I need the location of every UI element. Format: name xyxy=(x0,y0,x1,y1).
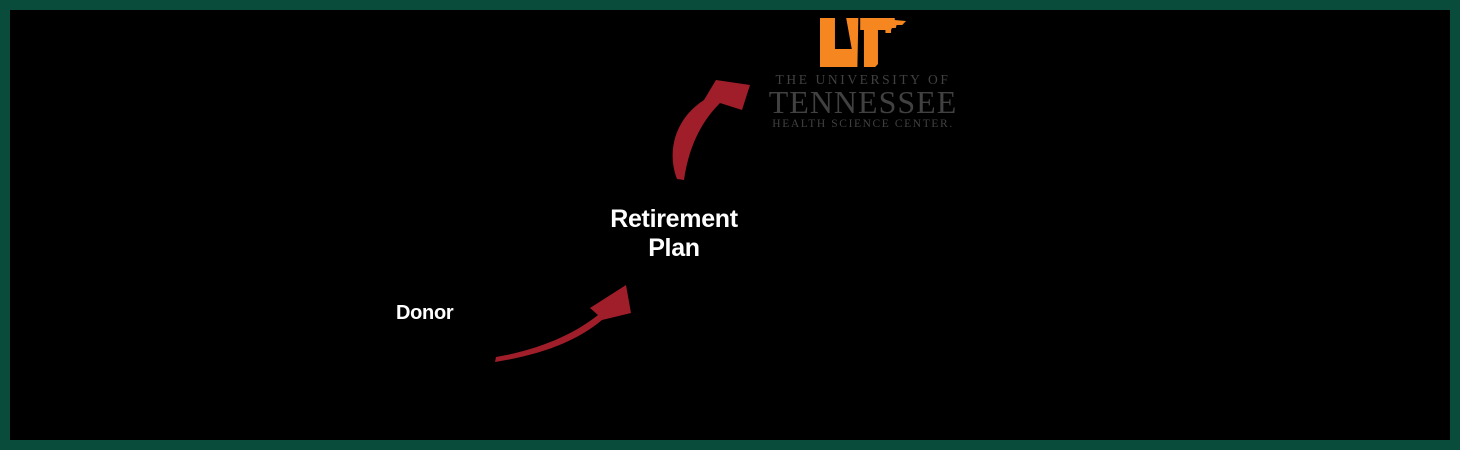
logo-text-line2: TENNESSEE xyxy=(768,84,958,120)
logo-text-line1: THE UNIVERSITY OF xyxy=(775,72,951,87)
node-donor: Donor xyxy=(396,302,454,324)
ut-mark-t xyxy=(860,18,906,67)
arrow-plan-to-logo xyxy=(672,80,750,180)
node-retirement-plan: Retirement Plan xyxy=(610,205,738,262)
arrow-donor-to-plan xyxy=(495,285,631,362)
uthsc-logo: THE UNIVERSITY OF TENNESSEE HEALTH SCIEN… xyxy=(760,18,966,130)
ut-mark-u xyxy=(820,18,859,67)
logo-text-line3: HEALTH SCIENCE CENTER. xyxy=(772,118,954,130)
ut-mark-icon xyxy=(820,18,906,67)
